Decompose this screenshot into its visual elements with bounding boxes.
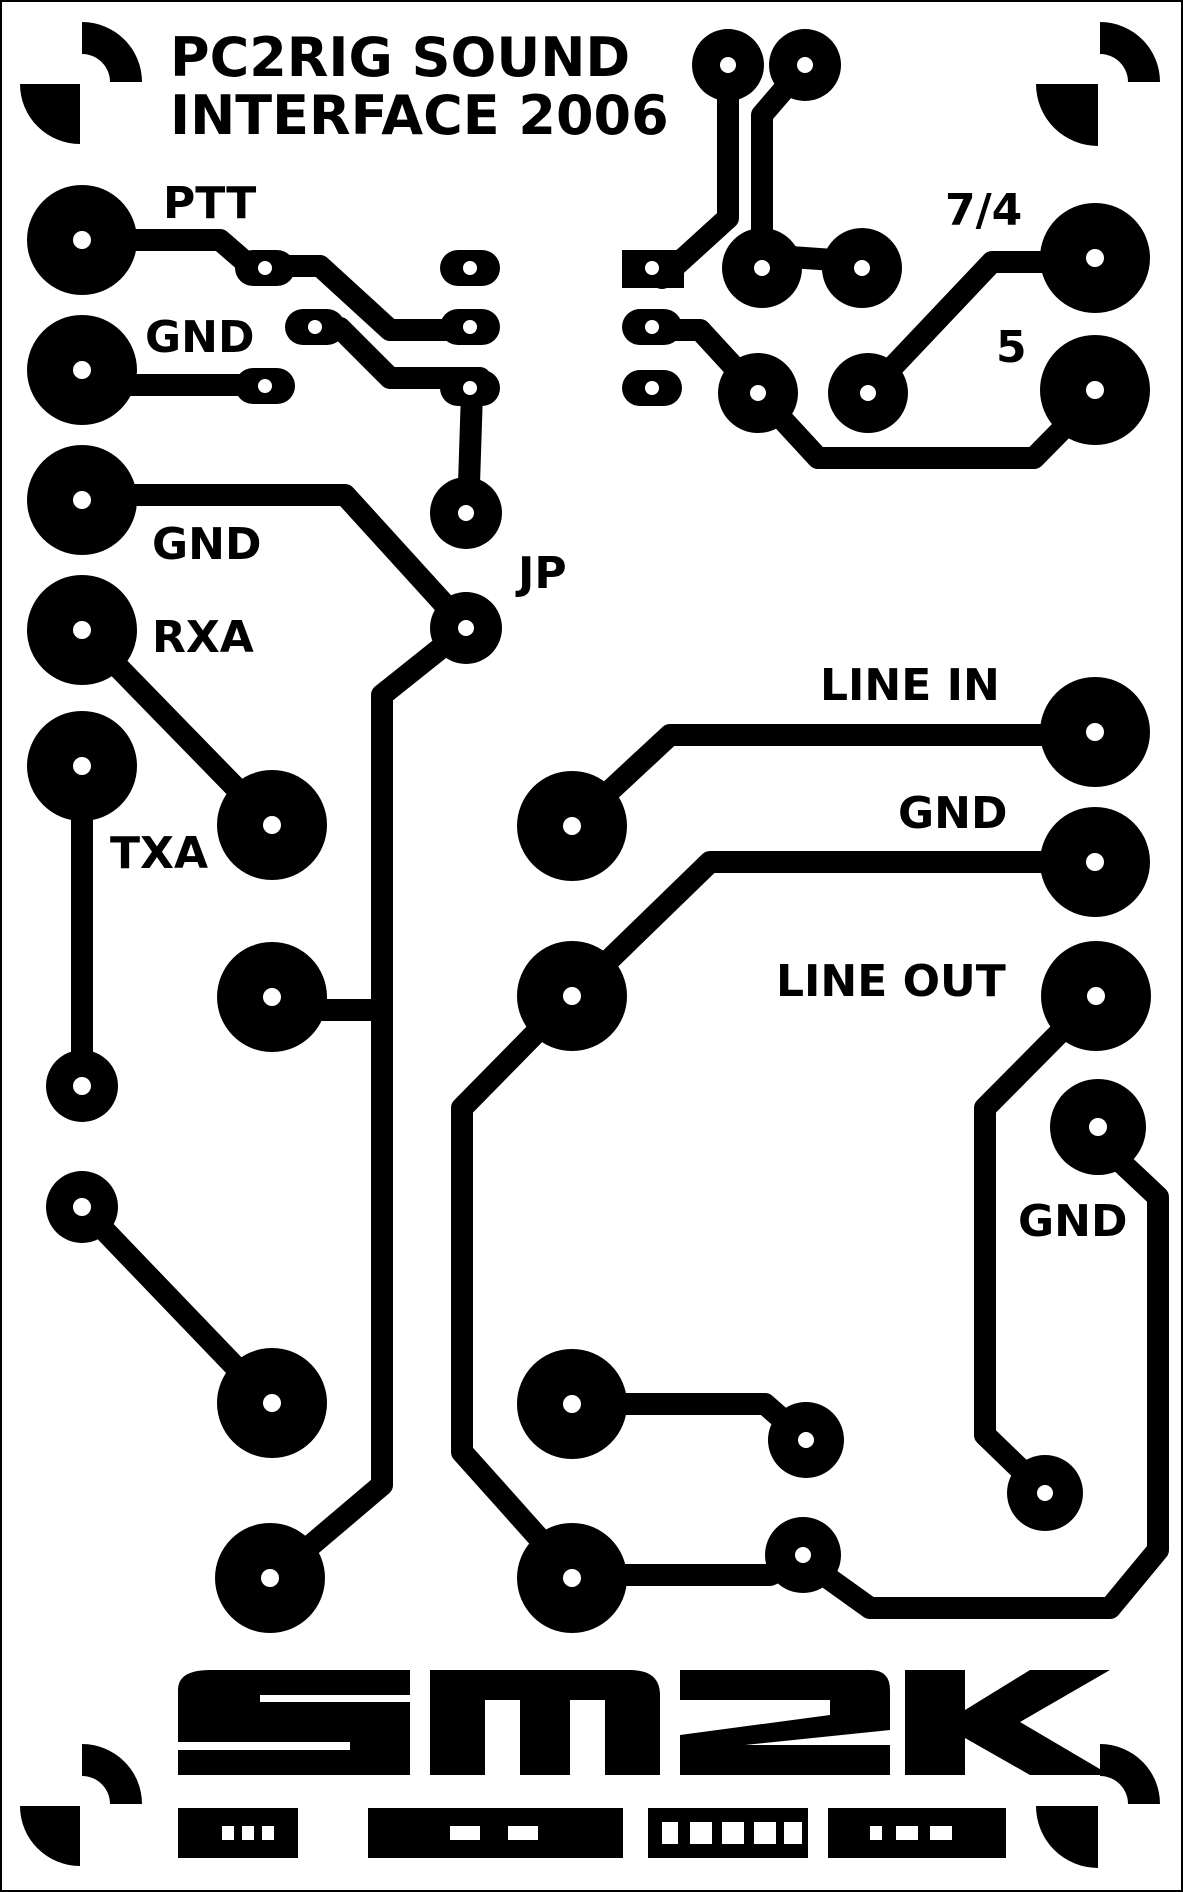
corner-marks (20, 22, 1160, 1868)
label-ptt: PTT (163, 178, 256, 229)
logo-letter (430, 1670, 660, 1775)
label-pin-5: 5 (996, 322, 1027, 373)
round-pads (27, 29, 1151, 1633)
title-line-1: PC2RIG SOUND (170, 26, 630, 89)
label-rxa: RXA (152, 612, 254, 663)
trace (792, 1139, 1169, 1619)
trace (561, 851, 1106, 1007)
trace (974, 985, 1107, 1504)
registration-mark-icon (20, 1806, 80, 1866)
logo-letter (680, 1670, 890, 1775)
label-jp: JP (515, 548, 567, 599)
logo-bar (178, 1808, 298, 1858)
label-pin-7-4: 7/4 (945, 185, 1022, 236)
label-gnd: GND (145, 312, 254, 363)
registration-mark-icon (1036, 1806, 1098, 1868)
label-gnd: GND (898, 788, 1007, 839)
registration-mark-icon (82, 1744, 142, 1804)
trace (651, 319, 1109, 469)
registration-mark-icon (20, 84, 80, 144)
logo-letter (178, 1670, 410, 1775)
trace (69, 484, 477, 639)
logo-bar (368, 1808, 623, 1858)
logo-letter (905, 1670, 1110, 1775)
label-line-out: LINE OUT (776, 956, 1006, 1007)
registration-mark-icon (1100, 22, 1160, 82)
label-txa: TXA (110, 828, 208, 879)
label-line-in: LINE IN (820, 660, 1000, 711)
label-gnd: GND (1018, 1196, 1127, 1247)
registration-mark-icon (82, 22, 142, 82)
registration-mark-icon (1036, 84, 1098, 146)
registration-mark-icon (1100, 1744, 1160, 1804)
drill-holes (73, 57, 1107, 1587)
trace (451, 985, 583, 1586)
title-line-2: INTERFACE 2006 (170, 84, 669, 147)
trace (259, 617, 477, 1591)
label-gnd: GND (152, 519, 261, 570)
logo-bar-slots (222, 1822, 952, 1844)
